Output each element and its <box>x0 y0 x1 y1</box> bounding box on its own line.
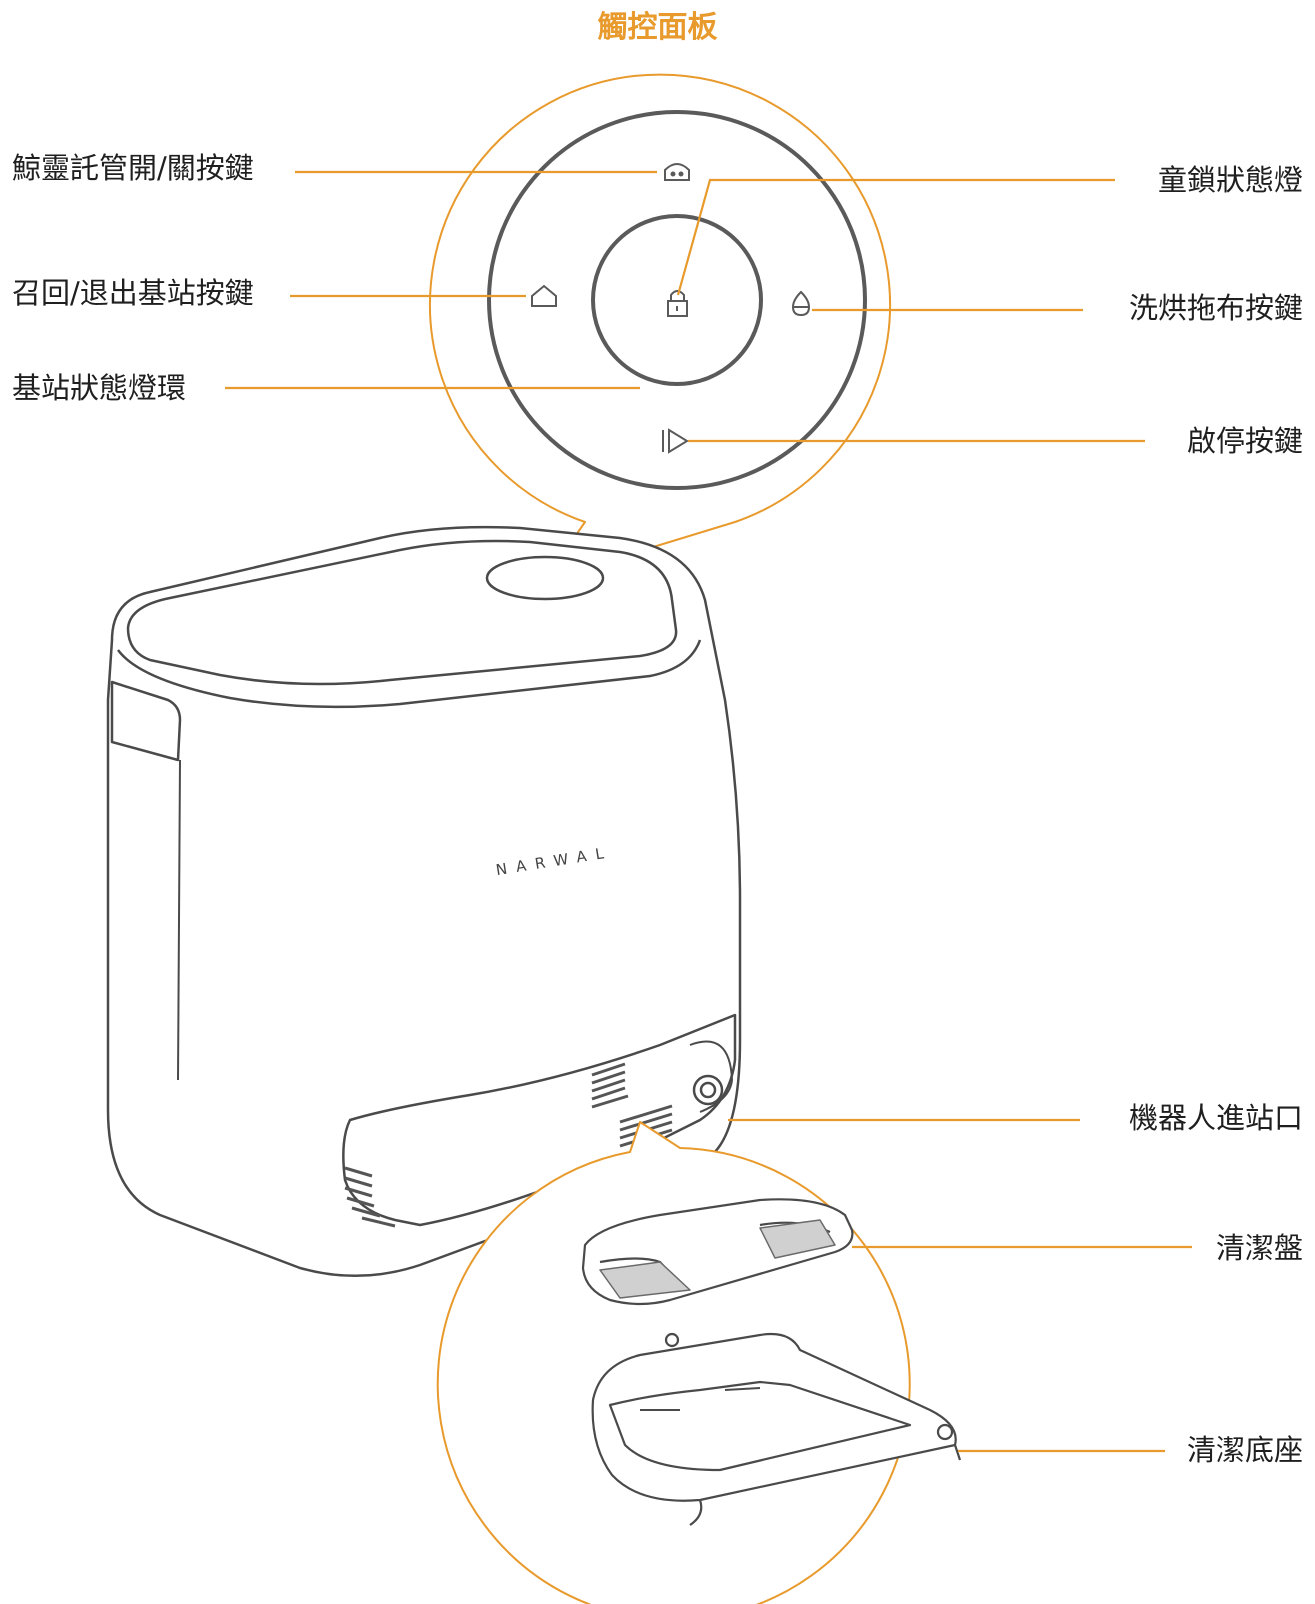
label-child-lock: 童鎖狀態燈 <box>1158 162 1303 198</box>
label-robot-entry: 機器人進站口 <box>1129 1100 1303 1136</box>
label-wash-dry-button: 洗烘拖布按鍵 <box>1129 290 1303 326</box>
base-connector <box>938 1425 952 1439</box>
top-panel-hole <box>487 557 603 599</box>
label-whale-care-toggle: 鯨靈託管開/關按鍵 <box>12 150 254 186</box>
label-cleaning-tray: 清潔盤 <box>1216 1230 1303 1266</box>
label-recall-button: 召回/退出基站按鍵 <box>12 275 254 311</box>
touch-panel-callout <box>430 75 890 580</box>
label-cleaning-base: 清潔底座 <box>1187 1432 1303 1468</box>
label-start-pause-button: 啟停按鍵 <box>1187 423 1303 459</box>
label-ring-light: 基站狀態燈環 <box>12 370 186 406</box>
